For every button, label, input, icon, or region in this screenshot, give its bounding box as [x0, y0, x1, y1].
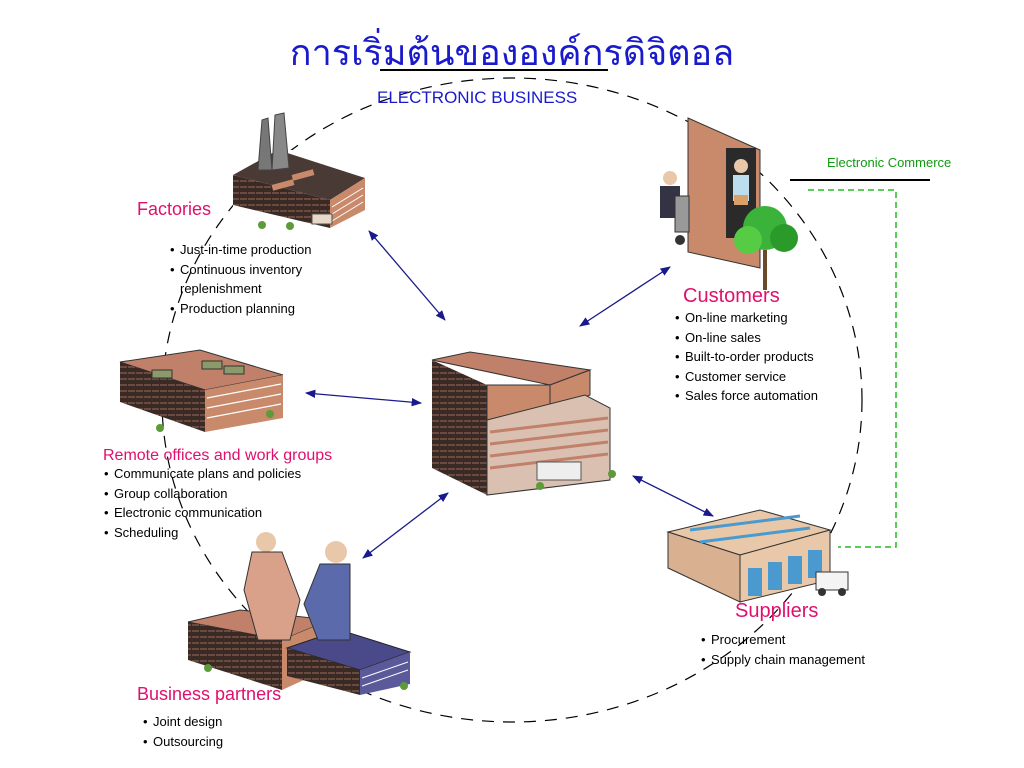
list-item: •Sales force automation: [675, 388, 818, 403]
list-item: •Scheduling: [104, 524, 179, 540]
subtitle: ELECTRONIC BUSINESS: [377, 88, 578, 107]
arrow-partners: [362, 492, 449, 559]
list-item: •Joint design: [143, 714, 223, 729]
customers-list: •On-line marketing •On-line sales •Built…: [675, 308, 818, 406]
arrow-remote: [304, 389, 423, 407]
list-item: replenishment: [180, 281, 262, 296]
list-item: •Customer service: [675, 368, 787, 384]
list-item: •Continuous inventory: [170, 261, 303, 277]
list-item: •Built-to-order products: [675, 349, 814, 364]
suppliers-warehouse-illustration: [666, 509, 849, 603]
list-item: •Procurement: [701, 632, 786, 647]
list-item: •On-line marketing: [675, 310, 788, 325]
arrow-factories: [368, 230, 446, 321]
suppliers-list: •Procurement •Supply chain management: [701, 630, 865, 669]
business-partners-illustration: [187, 532, 412, 695]
factories-list: •Just-in-time production •Continuous inv…: [170, 240, 312, 318]
list-item: •Communicate plans and policies: [104, 466, 302, 481]
list-item: •Just-in-time production: [170, 242, 312, 257]
list-item: •On-line sales: [675, 329, 761, 345]
business-partners-list: •Joint design •Outsourcing: [143, 712, 223, 751]
factory-building-illustration: [233, 112, 365, 230]
list-item: •Electronic communication: [104, 505, 263, 520]
customers-storefront-illustration: [660, 117, 798, 290]
arrow-customers: [579, 266, 671, 327]
list-item: •Production planning: [170, 300, 295, 316]
remote-offices-heading: Remote offices and work groups: [103, 447, 333, 464]
ecommerce-bracket: [808, 189, 897, 548]
connection-arrows: [304, 230, 714, 559]
list-item: •Group collaboration: [104, 485, 228, 501]
customers-heading: Customers: [683, 285, 780, 307]
suppliers-heading: Suppliers: [735, 600, 819, 622]
page-title: การเริ่มต้นขององค์กรดิจิตอล: [289, 33, 735, 74]
central-headquarters-illustration: [431, 351, 616, 496]
arrow-suppliers: [632, 475, 714, 517]
list-item: •Outsourcing: [143, 733, 224, 749]
remote-office-building-illustration: [119, 349, 284, 432]
list-item: •Supply chain management: [701, 651, 865, 667]
factories-heading: Factories: [137, 199, 212, 219]
business-partners-heading: Business partners: [137, 684, 282, 704]
remote-offices-list: •Communicate plans and policies •Group c…: [104, 464, 301, 542]
ecommerce-label: Electronic Commerce: [827, 155, 952, 170]
